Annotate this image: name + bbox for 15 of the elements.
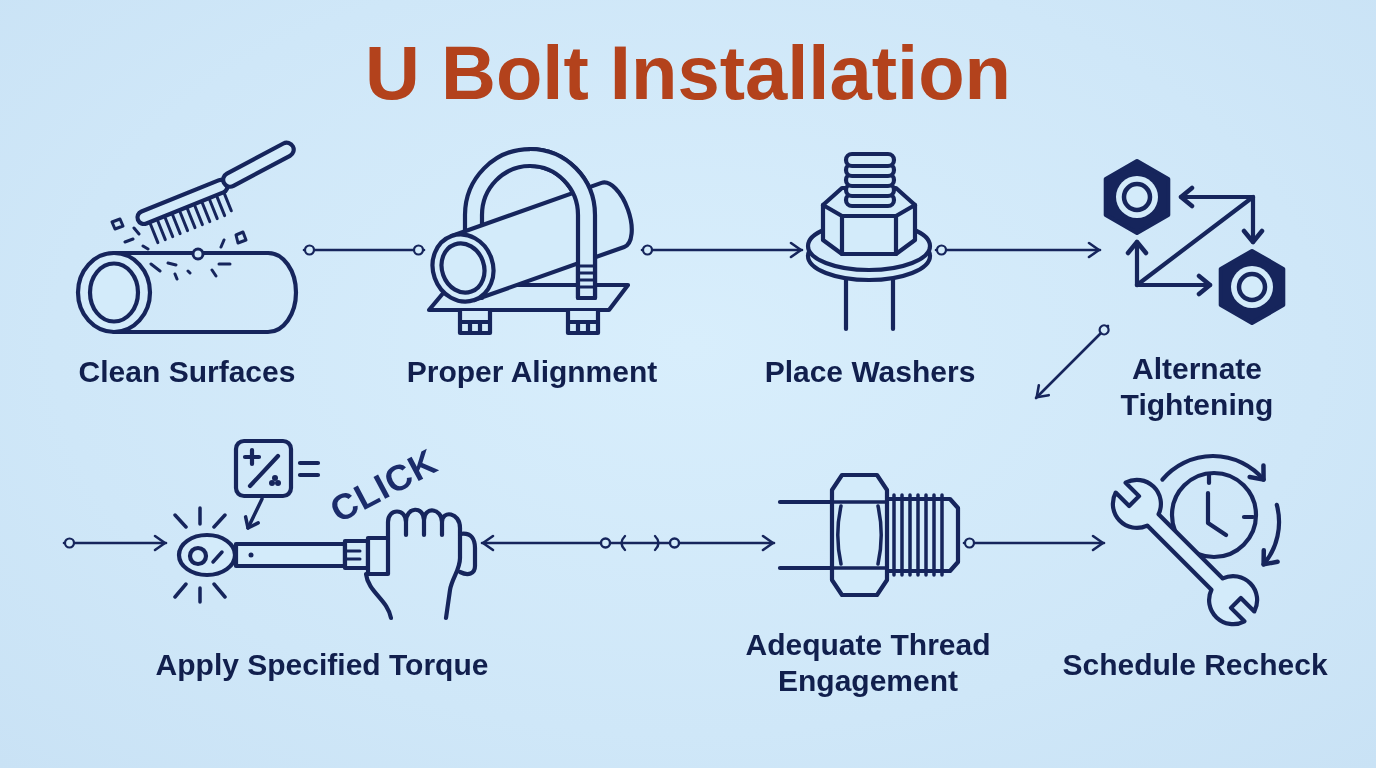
title: U Bolt Installation bbox=[365, 33, 1011, 113]
arrow bbox=[1034, 324, 1110, 400]
arrow bbox=[62, 534, 168, 552]
step-label: Apply Specified Torque bbox=[155, 647, 489, 683]
step-label: Clean Surfaces bbox=[78, 354, 296, 390]
connector-line bbox=[302, 244, 426, 256]
step-label: Alternate Tightening bbox=[1119, 351, 1275, 423]
arrow bbox=[640, 241, 804, 259]
step-label: Adequate Thread Engagement bbox=[744, 627, 992, 699]
step-label: Proper Alignment bbox=[406, 354, 658, 390]
step-label: Place Washers bbox=[764, 354, 976, 390]
step-label: Schedule Recheck bbox=[1062, 647, 1328, 683]
double-headed-arrow bbox=[480, 534, 776, 552]
arrow bbox=[962, 534, 1106, 552]
arrow bbox=[934, 241, 1102, 259]
